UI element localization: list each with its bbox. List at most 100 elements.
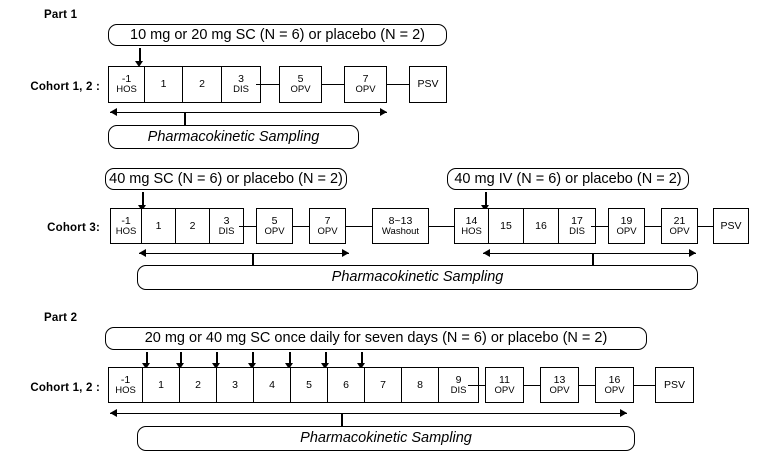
part2-title: Part 2 <box>44 312 78 324</box>
part1-cohort-label: Cohort 1, 2 : <box>30 81 100 93</box>
daybox-day-sub: HOS <box>115 225 137 237</box>
cohort3-connector-3 <box>346 226 372 228</box>
daybox-day-sub: OPV <box>549 384 570 396</box>
daybox-day-5: 5 <box>291 367 328 403</box>
part1-dose-arrow <box>135 48 144 67</box>
daybox-day-number: 16 <box>535 219 547 232</box>
daybox-day-sub: OPV <box>264 225 285 237</box>
part2-timeline-group-a: -1 HOS 1 2 3 4 5 6 7 8 9 DIS <box>108 367 479 403</box>
daybox-day-sub: OPV <box>604 384 625 396</box>
daybox-day-number: 3 <box>223 214 230 227</box>
daybox-day-3: 3 <box>217 367 254 403</box>
daybox-day-7: 7 OPV <box>309 208 346 244</box>
cohort3-connector-4 <box>429 226 454 228</box>
cohort3-pk-stem-sc <box>252 253 254 268</box>
daybox-day-1: 1 <box>142 208 176 244</box>
part1-pk-arrow <box>110 108 387 117</box>
cohort3-pk-arrow-sc <box>139 249 349 258</box>
daybox-day-3: 3 DIS <box>210 208 244 244</box>
cohort3-dose-box-sc: 40 mg SC (N = 6) or placebo (N = 2) <box>105 168 347 190</box>
daybox-day-number: 5 <box>297 73 304 85</box>
daybox-day-sub: OPV <box>355 84 376 96</box>
daybox-day-21: 21 OPV <box>661 208 698 244</box>
daybox-day-7: 7 <box>365 367 402 403</box>
part2-connector-3 <box>579 385 595 387</box>
daybox-day-sub: OPV <box>669 225 690 237</box>
daybox-day-number: 3 <box>232 378 238 391</box>
daybox-day-number: 3 <box>238 73 244 85</box>
daybox-day-number: 2 <box>199 78 205 91</box>
daybox-day-sub: HOS <box>116 84 137 96</box>
daybox-day-number: 13 <box>553 373 566 386</box>
daybox-day-sub: HOS <box>461 225 482 237</box>
daybox-washout: 8~13 Washout <box>372 208 429 244</box>
daybox-day-minus1: -1 HOS <box>108 367 143 403</box>
daybox-day-16: 16 <box>524 208 559 244</box>
cohort3-timeline-group-b: 14 HOS 15 16 17 DIS <box>454 208 596 244</box>
daybox-day-number: -1 <box>121 73 132 85</box>
part2-pk-box: Pharmacokinetic Sampling <box>137 426 635 451</box>
daybox-day-5: 5 OPV <box>256 208 293 244</box>
part2-dose-arrow-day-2 <box>176 352 185 369</box>
part2-connector-4 <box>634 385 655 387</box>
part1-dose-box: 10 mg or 20 mg SC (N = 6) or placebo (N … <box>108 24 447 46</box>
cohort3-connector-7 <box>698 226 713 228</box>
daybox-day-sub: OPV <box>616 225 637 237</box>
cohort3-timeline-group-a: -1 HOS 1 2 3 DIS <box>110 208 244 244</box>
part2-connector-1 <box>468 385 485 387</box>
cohort3-label: Cohort 3: <box>47 222 100 234</box>
daybox-day-16: 16 OPV <box>595 367 634 403</box>
daybox-day-number: 1 <box>158 378 164 391</box>
daybox-day-number: 17 <box>571 214 583 227</box>
daybox-day-8: 8 <box>402 367 439 403</box>
part2-dose-arrow-day-5 <box>285 352 294 369</box>
part1-title: Part 1 <box>44 9 78 21</box>
part2-dose-arrow-day-6 <box>321 352 330 369</box>
cohort3-pk-box: Pharmacokinetic Sampling <box>137 265 698 290</box>
cohort3-connector-1 <box>239 226 256 228</box>
daybox-day-13: 13 OPV <box>540 367 579 403</box>
daybox-day-number: 7 <box>380 378 386 391</box>
daybox-day-number: 8 <box>417 378 423 391</box>
part2-dose-arrow-day-1 <box>142 352 151 369</box>
part2-connector-2 <box>524 385 540 387</box>
daybox-day-number: 9 <box>455 373 462 386</box>
daybox-day-number: 15 <box>500 219 512 232</box>
daybox-day-number: 7 <box>324 214 331 227</box>
daybox-day-number: 1 <box>155 219 162 232</box>
part1-pk-box: Pharmacokinetic Sampling <box>108 125 359 149</box>
daybox-day-sub: OPV <box>290 84 311 96</box>
daybox-day-number: 14 <box>465 214 478 227</box>
part2-dose-box: 20 mg or 40 mg SC once daily for seven d… <box>105 327 647 350</box>
daybox-day-11: 11 OPV <box>485 367 524 403</box>
daybox-day-sub: DIS <box>569 225 585 237</box>
cohort3-dose-box-iv: 40 mg IV (N = 6) or placebo (N = 2) <box>447 168 689 190</box>
daybox-day-sub: Washout <box>381 225 420 237</box>
daybox-day-number: PSV <box>720 219 742 232</box>
daybox-day-3: 3 DIS <box>222 66 261 103</box>
daybox-day-5: 5 OPV <box>279 66 322 103</box>
daybox-day-number: PSV <box>417 78 439 91</box>
daybox-day-sub: OPV <box>317 225 338 237</box>
daybox-day-number: -1 <box>121 214 131 227</box>
daybox-day-4: 4 <box>254 367 291 403</box>
daybox-day-number: 6 <box>343 378 349 391</box>
daybox-day-number: 19 <box>620 214 633 227</box>
daybox-day-number: 21 <box>673 214 686 227</box>
daybox-psv: PSV <box>409 66 447 103</box>
daybox-day-6: 6 <box>328 367 365 403</box>
part1-connector-3 <box>387 84 409 86</box>
cohort3-connector-2 <box>293 226 309 228</box>
part2-pk-arrow <box>110 409 627 418</box>
daybox-day-number: 7 <box>362 73 369 85</box>
daybox-day-7: 7 OPV <box>344 66 387 103</box>
daybox-day-2: 2 <box>183 66 222 103</box>
daybox-day-number: 1 <box>160 78 167 91</box>
part2-dose-arrow-day-3 <box>212 352 221 369</box>
daybox-day-19: 19 OPV <box>608 208 645 244</box>
daybox-day-sub: HOS <box>115 384 136 396</box>
daybox-day-2: 2 <box>176 208 210 244</box>
daybox-day-17: 17 DIS <box>559 208 596 244</box>
daybox-day-minus1: -1 HOS <box>110 208 142 244</box>
daybox-psv: PSV <box>655 367 694 403</box>
